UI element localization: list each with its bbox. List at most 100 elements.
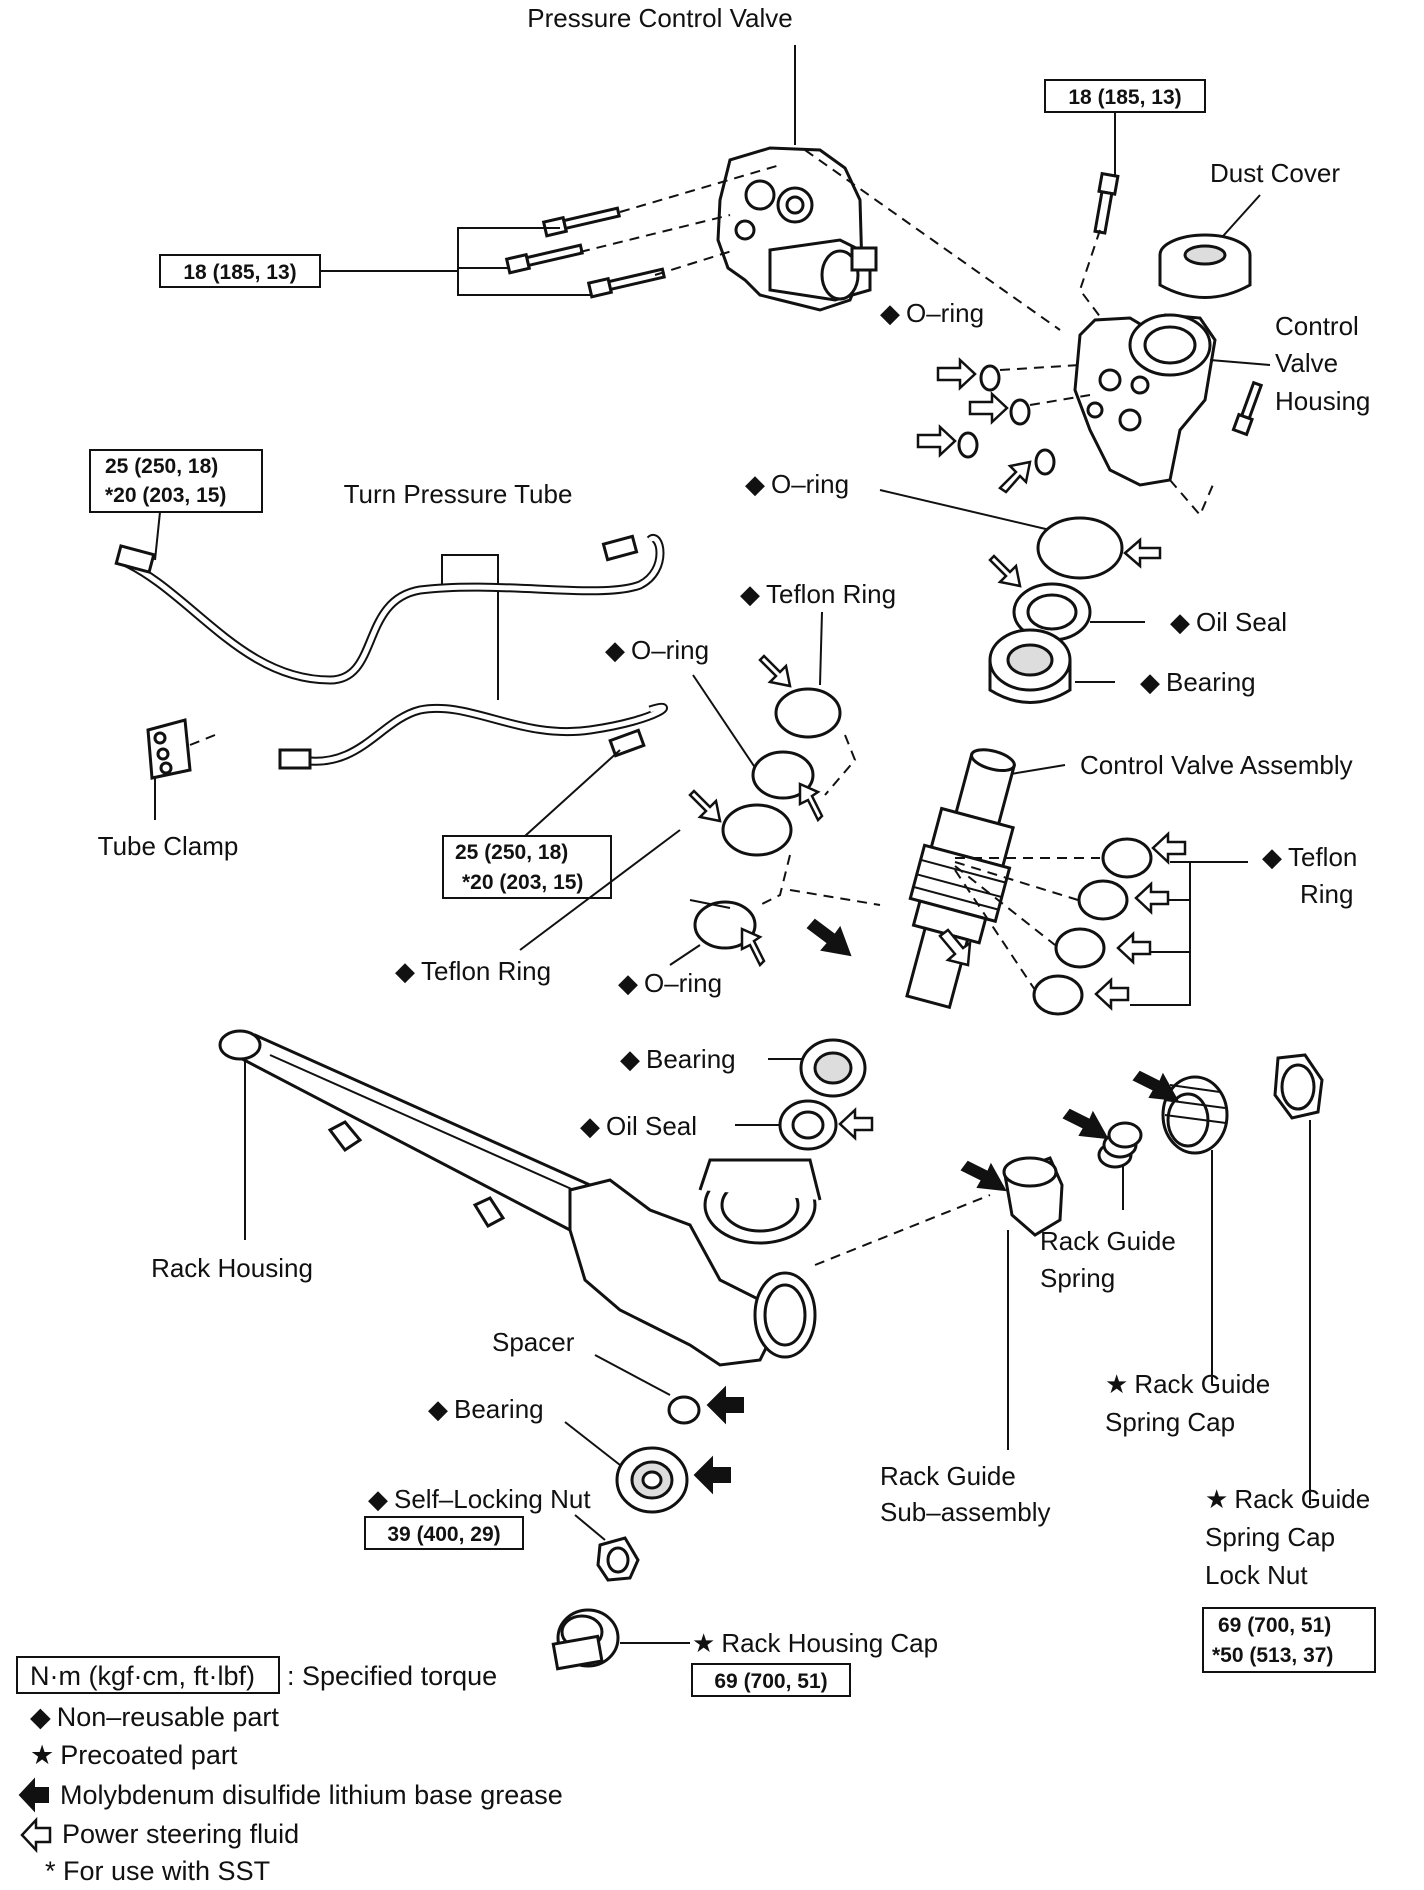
legend-unit-box [16, 1656, 280, 1694]
label-rgsa-line2: Sub–assembly [880, 1497, 1051, 1527]
ps-fluid-arrows-right-rings [1094, 831, 1187, 1011]
legend-unit-text: N·m (kgf·cm, ft·lbf) [30, 1661, 255, 1691]
legend-moly-grease: Molybdenum disulfide lithium base grease [60, 1780, 563, 1810]
small-o-rings [957, 364, 1056, 476]
torque-pcv-bolts: 18 (185, 13) [183, 261, 296, 284]
dust-cover-part [1158, 233, 1252, 299]
label-self-locking-nut: ◆Self–Locking Nut [368, 1484, 591, 1514]
label-tube-clamp: Tube Clamp [98, 831, 239, 861]
housing-bolt [1093, 171, 1120, 235]
ps-fluid-arrow-shaft [938, 928, 972, 967]
label-teflon-ring-right-2: Ring [1300, 879, 1353, 909]
torque-lock-nut-1: 69 (700, 51) [1218, 1614, 1331, 1637]
label-teflon-ring-right-1: ◆Teflon [1262, 842, 1357, 872]
legend-fluid-arrow [20, 1816, 52, 1854]
tube-clamp-part [146, 718, 192, 780]
torque-tube-mid-1: 25 (250, 18) [455, 841, 568, 864]
torque-lock-nut-2: *50 (513, 37) [1212, 1644, 1333, 1667]
label-dust-cover: Dust Cover [1210, 158, 1340, 188]
moly-grease-arrow-spacer [706, 1385, 744, 1425]
moly-grease-arrow-shaft [806, 918, 852, 957]
rack-guide-sub-assembly-part [1002, 1156, 1064, 1237]
label-o-ring-lower: ◆O–ring [618, 968, 722, 998]
rack-guide-spring-part [1097, 1121, 1143, 1169]
label-rack-housing-cap: ★Rack Housing Cap [692, 1628, 938, 1658]
moly-grease-arrow-spring [1062, 1108, 1109, 1140]
ps-fluid-arrows-top [916, 357, 1032, 494]
legend-moly-arrow [18, 1777, 49, 1813]
ps-fluid-arrows-left-rings [688, 654, 824, 968]
self-locking-nut-part [596, 1536, 640, 1582]
label-cvh-line3: Housing [1275, 386, 1370, 416]
rack-guide-lock-nut-part [1273, 1053, 1324, 1120]
label-bearing-top: ◆Bearing [1140, 667, 1256, 697]
torque-box-lock-nut [1202, 1607, 1376, 1673]
ps-fluid-arrow-oil-seal [988, 554, 1022, 588]
label-cvh-line1: Control [1275, 311, 1359, 341]
rack-guide-spring-cap-part [1161, 1075, 1229, 1155]
legend-specified-torque: : Specified torque [287, 1661, 497, 1691]
label-teflon-ring-upper: ◆Teflon Ring [740, 579, 896, 609]
legend-non-reusable: ◆Non–reusable part [30, 1702, 279, 1732]
spacer-part [667, 1395, 701, 1425]
torque-box-self-locking-nut [364, 1516, 524, 1550]
teflon-rings-left [693, 687, 842, 950]
moly-grease-arrow-bearing-lower [693, 1455, 731, 1495]
label-rack-housing: Rack Housing [151, 1253, 313, 1283]
control-valve-assembly-part [905, 748, 1017, 1010]
torque-tube-mid-2: *20 (203, 15) [462, 871, 583, 894]
housing-side-bolt [1231, 380, 1264, 437]
label-lock-nut-line2: Spring Cap [1205, 1522, 1335, 1552]
torque-rack-housing-cap: 69 (700, 51) [714, 1670, 827, 1693]
moly-grease-arrow-rack-guide [960, 1160, 1007, 1192]
label-cvh-line2: Valve [1275, 348, 1338, 378]
label-lock-nut-line1: ★Rack Guide [1205, 1484, 1370, 1514]
label-lock-nut-line3: Lock Nut [1205, 1560, 1308, 1590]
label-oil-seal-mid: ◆Oil Seal [580, 1111, 697, 1141]
label-turn-pressure-tube: Turn Pressure Tube [344, 479, 573, 509]
pressure-control-valve-part [716, 146, 878, 312]
label-o-ring-upper-left: ◆O–ring [605, 635, 709, 665]
control-valve-housing-part [1073, 313, 1217, 487]
label-rgsc-line2: Spring Cap [1105, 1407, 1235, 1437]
label-pressure-control-valve: Pressure Control Valve [527, 3, 792, 33]
label-rgsa-line1: Rack Guide [880, 1461, 1016, 1491]
bearing-part-top [988, 628, 1072, 704]
oil-seal-part-mid [778, 1099, 838, 1151]
moly-grease-arrow-spring-cap [1132, 1070, 1179, 1102]
label-rgs-line2: Spring [1040, 1263, 1115, 1293]
torque-tube-left-1: 25 (250, 18) [105, 455, 218, 478]
label-control-valve-assembly: Control Valve Assembly [1080, 750, 1353, 780]
torque-self-locking-nut: 39 (400, 29) [387, 1523, 500, 1546]
torque-box-rack-housing-cap [691, 1663, 851, 1697]
bearing-part-lower [615, 1446, 689, 1514]
legend: N·m (kgf·cm, ft·lbf) : Specified torque … [16, 1656, 563, 1886]
label-oil-seal-top: ◆Oil Seal [1170, 607, 1287, 637]
label-spacer: Spacer [492, 1327, 575, 1357]
oil-seal-part-top [1012, 582, 1092, 642]
label-rgsc-line1: ★Rack Guide [1105, 1369, 1270, 1399]
torque-tube-left-2: *20 (203, 15) [105, 484, 226, 507]
torque-housing-bolt: 18 (185, 13) [1068, 86, 1181, 109]
legend-precoated: ★Precoated part [30, 1740, 238, 1770]
rack-housing-part [218, 1029, 822, 1367]
ps-fluid-arrow-oil-seal-mid [838, 1107, 874, 1141]
turn-pressure-tubes [114, 533, 668, 770]
bearing-part-mid [799, 1038, 867, 1098]
label-o-ring-top: ◆O–ring [880, 298, 984, 328]
rack-housing-cap-part [551, 1608, 620, 1671]
legend-sst: * For use with SST [45, 1856, 270, 1886]
label-teflon-ring-lower: ◆Teflon Ring [395, 956, 551, 986]
label-o-ring-large: ◆O–ring [745, 469, 849, 499]
ps-fluid-arrow-o-ring [1123, 537, 1162, 569]
teflon-rings-right [1032, 837, 1153, 1016]
label-bearing-mid: ◆Bearing [620, 1044, 736, 1074]
pcv-bolts [504, 206, 667, 299]
large-o-ring [1036, 516, 1124, 580]
torque-box-tube-mid [442, 835, 612, 899]
legend-ps-fluid: Power steering fluid [62, 1819, 299, 1849]
torque-box-tube-left [89, 449, 263, 513]
torque-box-housing-bolt [1044, 79, 1206, 113]
